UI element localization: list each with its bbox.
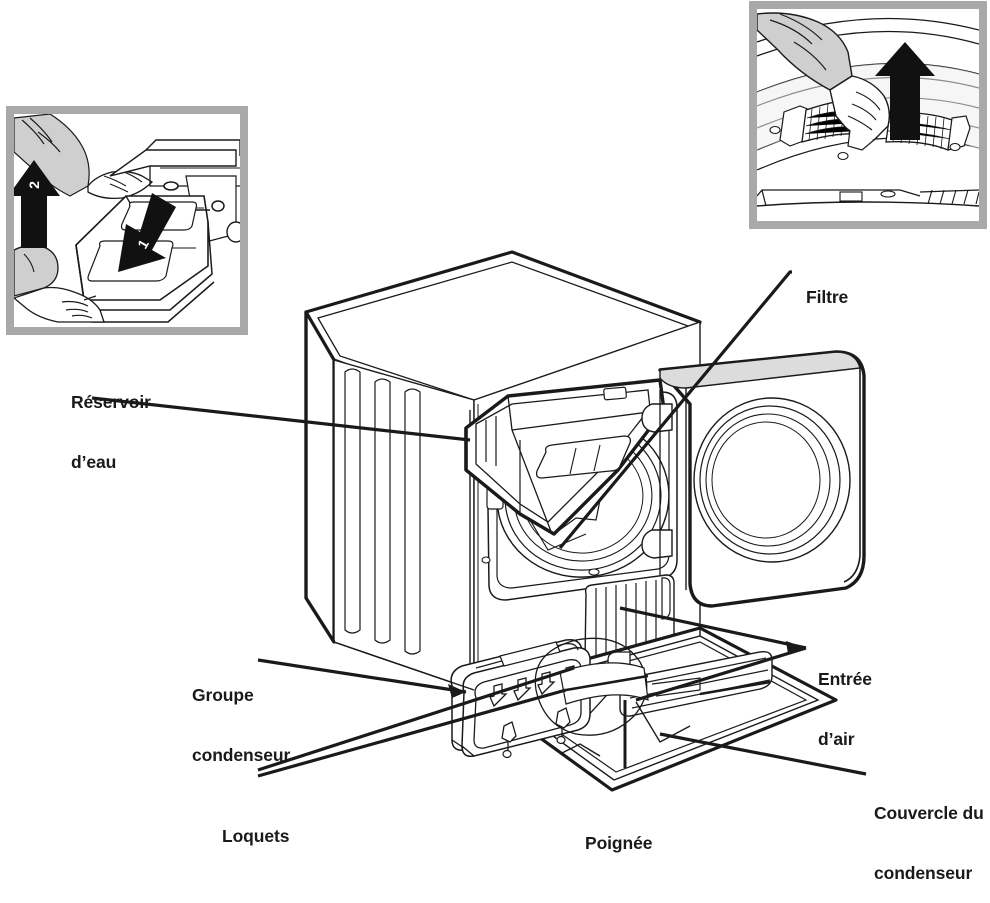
leader-entree-air-1 <box>619 606 807 650</box>
leader-entree-air-2 <box>635 646 807 702</box>
filter-inset <box>749 1 987 229</box>
inset-arrow-2: 2 <box>14 160 60 248</box>
condenser-unit <box>450 638 591 759</box>
callout-loquets-line1: Loquets <box>222 826 290 846</box>
leader-lines <box>91 270 867 778</box>
dryer-main-drawing <box>304 250 866 792</box>
callout-entree-air: Entrée d’air <box>818 629 872 769</box>
filter-up-arrow <box>875 42 935 140</box>
leader-couvercle <box>659 732 867 776</box>
leader-arrowheads <box>448 641 806 698</box>
callout-entree-line1: Entrée <box>818 669 872 689</box>
callout-groupe-line1: Groupe <box>192 685 254 705</box>
callout-couvercle-line2: condenseur <box>874 863 973 883</box>
arrowhead-groupe-condenseur <box>448 684 466 698</box>
leader-filtre <box>558 270 792 550</box>
svg-text:2: 2 <box>26 181 42 189</box>
illustration-canvas: 2 1 <box>6 1 987 883</box>
callout-groupe-condenseur: Groupe condenseur <box>192 645 290 785</box>
leader-reservoir <box>91 396 471 442</box>
callout-filtre-line1: Filtre <box>806 287 849 307</box>
callout-reservoir-line1: Réservoir <box>71 392 151 412</box>
callout-poignee-line1: Poignée <box>585 833 653 853</box>
water-tank-inset: 2 1 <box>6 106 248 335</box>
callout-filtre: Filtre <box>806 247 848 327</box>
callout-reservoir-line2: d’eau <box>71 452 117 472</box>
callout-loquets: Loquets <box>222 786 289 866</box>
dryer-exploded-diagram: 2 1 <box>6 1 987 792</box>
callout-poignee: Poignée <box>585 793 652 873</box>
leader-groupe-condenseur <box>257 658 467 694</box>
callout-couvercle-condenseur: Couvercle du condenseur <box>874 763 984 903</box>
inset-arrow-1: 1 <box>118 193 176 272</box>
callout-reservoir-eau: Réservoir d’eau <box>71 352 151 492</box>
leader-loquets-1 <box>257 666 575 772</box>
arrowhead-entree-air <box>786 641 806 654</box>
water-tank-part <box>464 378 666 551</box>
callout-couvercle-line1: Couvercle du <box>874 803 984 823</box>
leader-loquets-2 <box>257 688 567 778</box>
callout-groupe-line2: condenseur <box>192 745 291 765</box>
callout-entree-line2: d’air <box>818 729 855 749</box>
